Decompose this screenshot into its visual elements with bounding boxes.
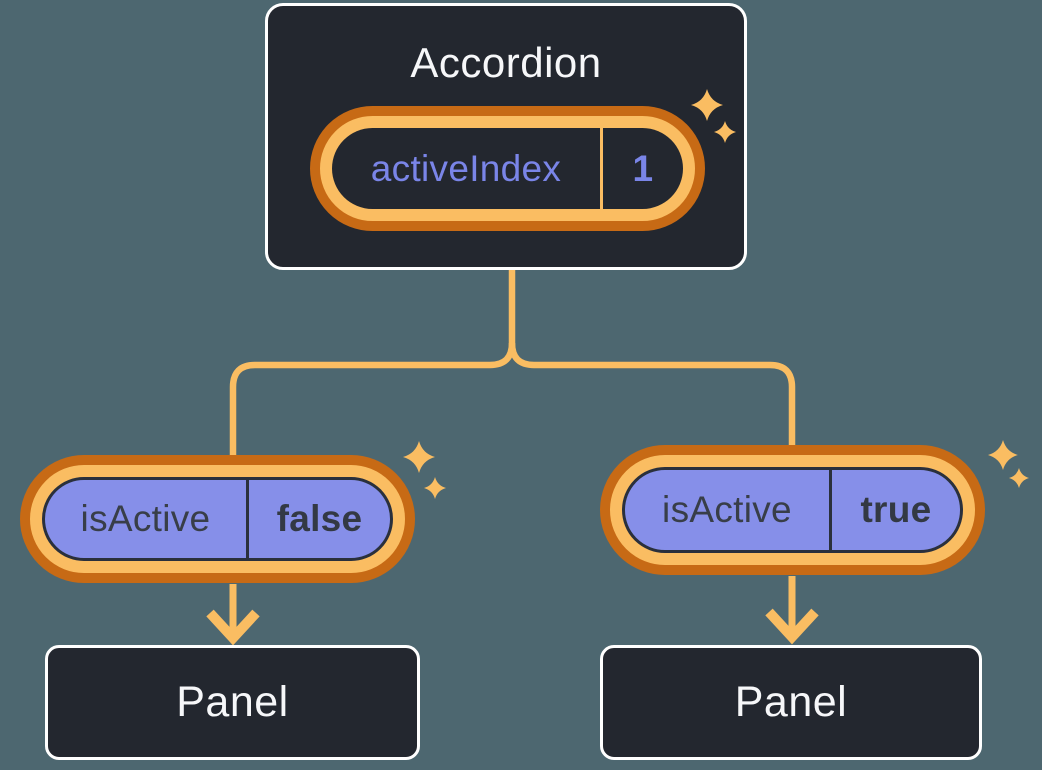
tree-connector-left [229,270,516,458]
prop-pill-right-divider [829,470,832,550]
state-value: 1 [632,147,654,189]
prop-pill-right-core: isActive true [622,467,963,553]
state-pill-core: activeIndex 1 [332,128,683,209]
panel-box-right: Panel [600,645,982,760]
sparkle-icon [988,440,1018,470]
accordion-component-box: Accordion activeIndex 1 [265,3,747,270]
tree-connector-right [508,342,796,448]
prop-pill-right: isActive true [600,445,985,575]
panel-box-left: Panel [45,645,420,760]
state-name: activeIndex [370,147,562,189]
state-pill-divider [600,128,603,209]
sparkle-icon [1009,468,1029,488]
down-arrow-left-icon [206,609,260,646]
sparkle-icon [424,477,446,499]
prop-name-right: isActive [662,489,792,530]
accordion-title: Accordion [410,39,602,86]
prop-name-left: isActive [80,498,211,539]
prop-pill-left: isActive false [20,455,415,583]
down-arrow-right-icon [765,608,819,645]
prop-pill-left-core: isActive false [42,477,393,561]
prop-pill-left-divider [246,480,249,558]
state-pill: activeIndex 1 [310,106,705,231]
prop-value-left: false [276,498,363,539]
panel-title-left: Panel [176,678,289,726]
sparkle-icon [403,441,435,473]
panel-title-right: Panel [734,678,848,726]
prop-value-right: true [860,489,932,530]
